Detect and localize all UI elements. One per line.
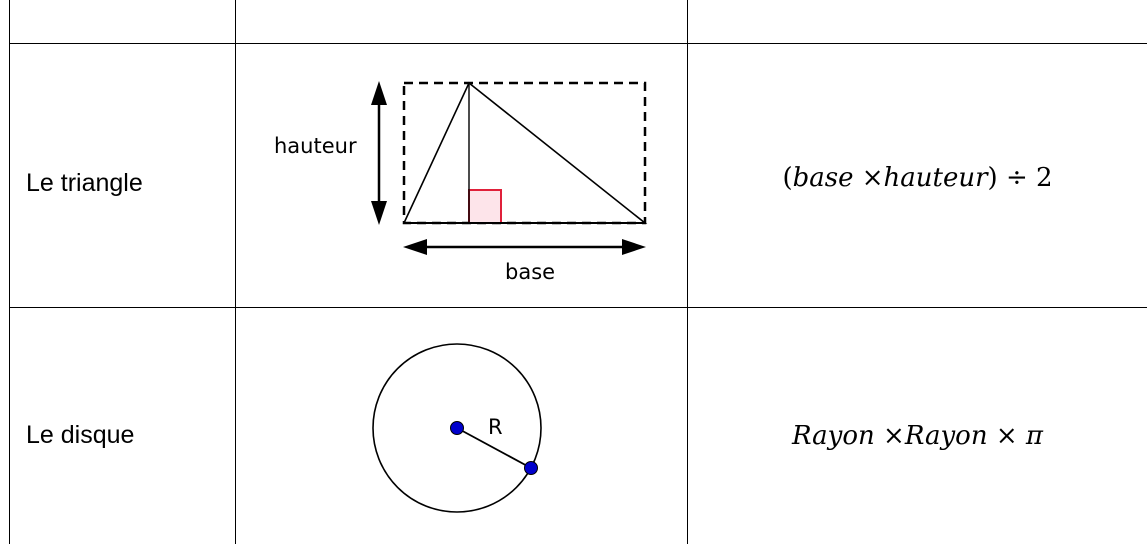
triangle-figure: hauteur base [274, 81, 648, 284]
row-name-disk: Le disque [26, 421, 135, 449]
height-label: hauteur [274, 134, 357, 158]
radius-label: R [488, 415, 503, 439]
disk-figure: R [372, 343, 542, 513]
triangle-area-formula: (base ×hauteur) ÷ 2 [782, 163, 1053, 193]
table-border-col2 [687, 0, 688, 544]
base-label: base [505, 260, 555, 284]
table-border-col1 [235, 0, 236, 544]
disk-circle [372, 343, 542, 513]
base-arrow-head-right [622, 239, 646, 255]
disk-area-formula: Rayon ×Rayon × π [791, 421, 1043, 451]
radius-line [456, 427, 532, 469]
height-arrow-head-top [371, 81, 387, 105]
triangle-shape [402, 81, 648, 224]
base-arrow-head-left [403, 239, 427, 255]
table-border-row-top [9, 43, 1147, 44]
table-border-left [9, 0, 10, 544]
right-angle-marker [468, 189, 502, 224]
table-border-row-mid [9, 307, 1147, 308]
height-arrow-head-bottom [371, 201, 387, 225]
row-name-triangle: Le triangle [26, 169, 143, 197]
circle-point [524, 461, 538, 475]
center-point [450, 421, 464, 435]
bounding-rectangle [402, 81, 647, 225]
